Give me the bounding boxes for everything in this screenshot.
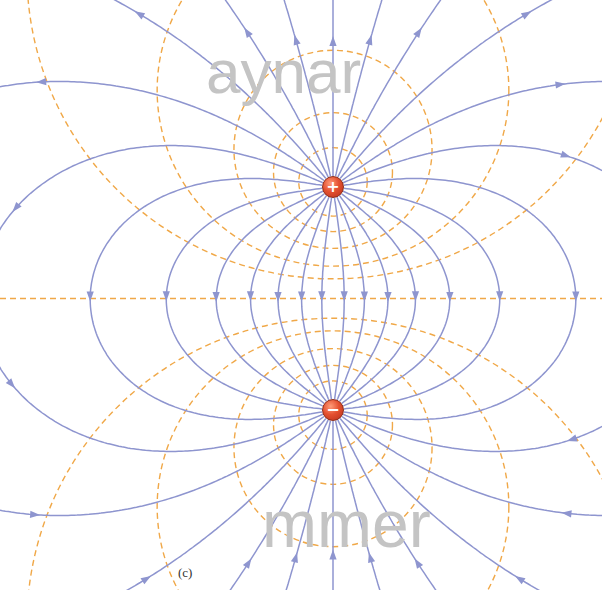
equipotential-circle	[157, 0, 509, 266]
arrowhead	[365, 35, 372, 46]
field-line	[318, 198, 331, 399]
field-line-path	[335, 198, 345, 399]
field-line	[340, 196, 392, 401]
field-line-path	[90, 179, 322, 420]
arrowhead	[560, 151, 571, 158]
field-line	[213, 191, 323, 406]
arrowhead	[213, 292, 220, 302]
figure-label: (c)	[178, 565, 192, 581]
arrowhead	[244, 28, 253, 38]
field-line-path	[302, 197, 329, 400]
field-line	[344, 179, 580, 420]
arrowhead	[515, 576, 525, 584]
field-line-path	[216, 191, 323, 406]
arrowhead	[384, 292, 391, 302]
point-charge: +	[322, 176, 344, 198]
field-line	[163, 188, 322, 409]
arrowhead	[567, 435, 578, 442]
field-line	[344, 188, 503, 409]
arrowhead	[562, 510, 572, 517]
watermark: aynar	[206, 36, 361, 107]
arrowhead	[135, 11, 145, 19]
arrowhead	[496, 291, 503, 301]
arrowhead	[361, 291, 368, 301]
field-line	[343, 191, 453, 406]
arrowhead	[446, 292, 453, 302]
arrowhead	[247, 291, 254, 301]
arrowhead	[163, 291, 170, 301]
arrowhead	[412, 291, 419, 301]
arrowhead	[36, 78, 46, 85]
field-line-path	[337, 197, 364, 400]
arrowhead	[243, 558, 252, 568]
watermark: mmer	[262, 486, 431, 562]
field-line-path	[344, 188, 500, 409]
field-line	[87, 179, 323, 420]
field-line-path	[0, 146, 323, 255]
arrowhead	[30, 511, 40, 518]
arrowhead	[572, 292, 579, 302]
field-line-path	[322, 198, 332, 399]
arrowhead	[413, 28, 422, 38]
arrowhead	[274, 292, 281, 302]
field-line-path	[343, 414, 602, 451]
field-line-path	[342, 194, 416, 404]
arrowhead	[298, 291, 305, 301]
equipotential-circle	[27, 318, 602, 590]
charge-sign: +	[326, 179, 339, 195]
field-line-path	[343, 191, 450, 406]
arrowhead	[12, 202, 21, 212]
field-line	[274, 196, 326, 401]
charge-sign: −	[326, 402, 339, 418]
equipotential-circle	[157, 331, 509, 590]
field-line-path	[166, 188, 322, 409]
field-line-path	[342, 82, 602, 181]
field-line	[335, 198, 348, 399]
field-line-path	[340, 0, 574, 179]
arrowhead	[318, 291, 325, 301]
arrowhead	[87, 292, 94, 302]
arrowhead	[555, 82, 565, 89]
point-charge: −	[322, 399, 344, 421]
field-line-path	[251, 194, 325, 404]
arrowhead	[6, 378, 15, 388]
field-line-path	[0, 343, 323, 452]
arrowhead	[141, 576, 151, 584]
arrowhead	[521, 11, 531, 19]
arrowhead	[341, 291, 348, 301]
field-line-path	[344, 179, 576, 420]
field-line-path	[343, 146, 602, 183]
